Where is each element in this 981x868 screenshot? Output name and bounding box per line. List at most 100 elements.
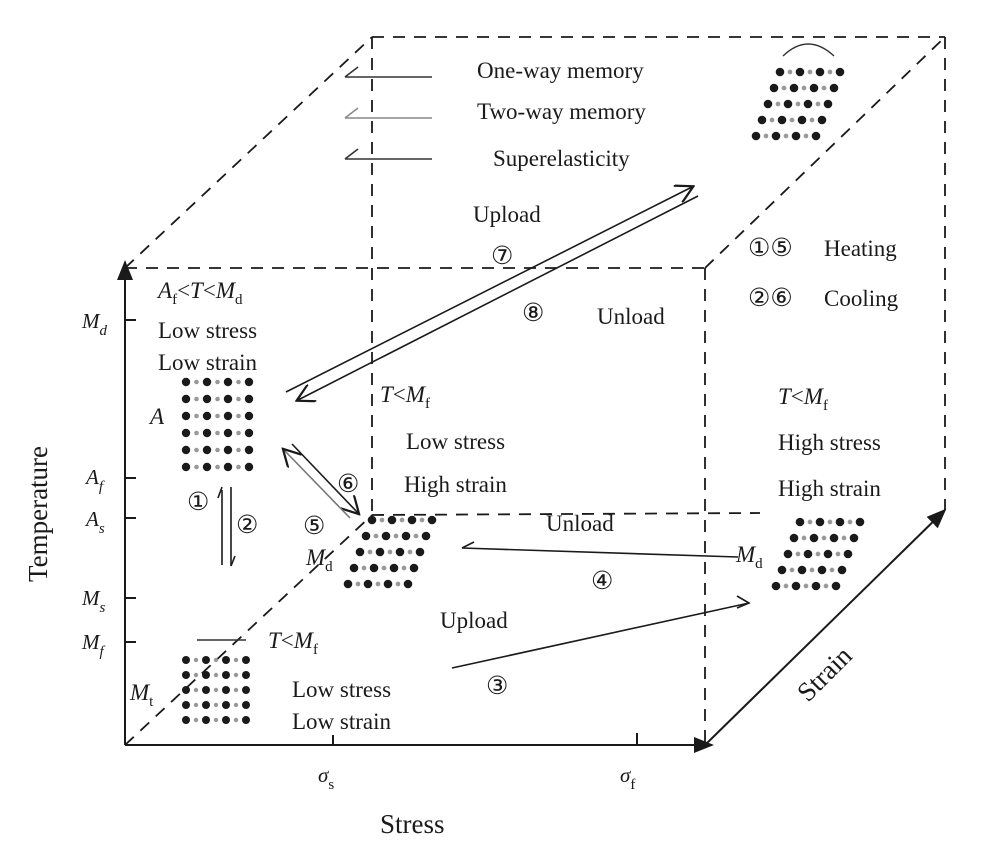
lattice-atom	[244, 428, 254, 438]
upload-top-label: Upload	[473, 202, 541, 227]
lattice-atom	[181, 445, 191, 455]
lattice-atom-small	[213, 702, 219, 708]
lattice-atom	[811, 131, 821, 141]
lattice-atom-small	[783, 133, 789, 139]
lattice-atom	[803, 549, 813, 559]
upload-bottom-label: Upload	[440, 608, 508, 633]
lattice-atom	[849, 533, 859, 543]
label-as: As	[84, 507, 105, 537]
step-4-marker: ④	[591, 568, 613, 595]
lattice-atom-small	[236, 464, 241, 470]
lattice-atom	[791, 581, 801, 591]
lattice-atom	[829, 83, 839, 93]
lattice-atom	[202, 686, 210, 694]
lattice-atom	[811, 581, 821, 591]
lattice-atom-small	[213, 657, 219, 663]
lattice-atom	[809, 533, 819, 543]
lattice-atom-small	[835, 551, 841, 557]
lattice-atom-small	[783, 583, 789, 589]
detwinned-low-phase-label: Md	[305, 545, 333, 575]
austenite-condition: Af<T<Md	[156, 278, 243, 308]
lattice-atom	[367, 515, 377, 525]
lattice-atom	[361, 531, 371, 541]
lattice-atom	[831, 581, 841, 591]
lattice-atom	[777, 115, 787, 125]
lattice-atom	[182, 686, 190, 694]
lattice-atom	[409, 563, 419, 573]
lattice-atom	[795, 517, 805, 527]
lattice-atom	[777, 565, 787, 575]
label-sigma-s: σs	[318, 763, 334, 793]
lattice-atom	[349, 563, 359, 573]
detwinned-high-condition: T<Mf	[778, 384, 828, 414]
lattice-atom	[222, 656, 230, 664]
lattice-atom-small	[194, 430, 199, 436]
deformed-lattice-top	[751, 67, 845, 141]
lattice-atom-small	[194, 447, 199, 453]
lattice-atom-small	[395, 581, 401, 587]
lattice-atom	[797, 565, 807, 575]
lattice-atom-small	[789, 117, 795, 123]
lattice-atom	[223, 428, 233, 438]
legend-superelasticity-line	[344, 148, 432, 160]
path-1-arrowhead	[217, 486, 223, 499]
lattice-atom-small	[194, 464, 199, 470]
lattice-atom-small	[801, 535, 807, 541]
lattice-atom	[355, 547, 365, 557]
lattice-atom	[817, 115, 827, 125]
lattice-atom-small	[236, 396, 241, 402]
lattice-atom	[387, 515, 397, 525]
axis-tick-labels: Md Af As Ms Mf σs σf	[81, 309, 635, 793]
cooling-label: Cooling	[824, 286, 899, 311]
lattice-atom	[244, 445, 254, 455]
lattice-atom-small	[355, 581, 361, 587]
detwinned-low-condition: T<Mf	[380, 382, 430, 412]
lattice-atom-small	[215, 396, 220, 402]
lattice-atom	[407, 515, 417, 525]
heating-label: Heating	[824, 236, 897, 261]
lattice-atom	[401, 531, 411, 541]
heating-cooling-key: ①⑤ Heating ②⑥ Cooling	[748, 235, 899, 312]
twinned-stress: Low stress	[292, 677, 391, 702]
lattice-atom-small	[193, 702, 199, 708]
lattice-atom-small	[215, 447, 220, 453]
lattice-atom-small	[821, 535, 827, 541]
path-4-arrowhead	[461, 541, 475, 549]
legend: One-way memory Two-way memory Superelast…	[344, 58, 646, 171]
lattice-atom	[202, 656, 210, 664]
lattice-atom-small	[213, 672, 219, 678]
lattice-atom	[363, 579, 373, 589]
lattice-atom	[223, 394, 233, 404]
cube-back-bottom-edge	[371, 512, 761, 516]
lattice-atom	[222, 716, 230, 724]
lattice-atom	[381, 531, 391, 541]
lattice-atom-small	[215, 413, 220, 419]
lattice-atom	[415, 547, 425, 557]
lattice-atom	[795, 67, 805, 77]
cube-top-left-depth-edge	[124, 36, 373, 269]
lattice-atom-small	[809, 117, 815, 123]
lattice-atom-small	[233, 657, 239, 663]
lattice-atom	[775, 67, 785, 77]
lattice-atom-small	[236, 430, 241, 436]
lattice-atom	[181, 411, 191, 421]
legend-two-way-line	[344, 107, 432, 119]
lattice-atom-small	[829, 567, 835, 573]
lattice-atom-small	[215, 464, 220, 470]
path-3-line	[451, 602, 750, 669]
lattice-atom	[791, 131, 801, 141]
lattice-atom-small	[215, 430, 220, 436]
legend-one-way-line	[344, 66, 432, 78]
detwinned-high-phase-label: Md	[735, 542, 763, 572]
lattice-atom-small	[827, 69, 833, 75]
lattice-atom	[223, 445, 233, 455]
lattice-atom	[242, 671, 250, 679]
lattice-atom-small	[803, 133, 809, 139]
lattice-atom-small	[381, 565, 387, 571]
lattice-atom-small	[193, 672, 199, 678]
lattice-atom	[182, 656, 190, 664]
transformation-paths	[217, 187, 751, 669]
lattice-atom	[783, 99, 793, 109]
lattice-atom	[817, 565, 827, 575]
